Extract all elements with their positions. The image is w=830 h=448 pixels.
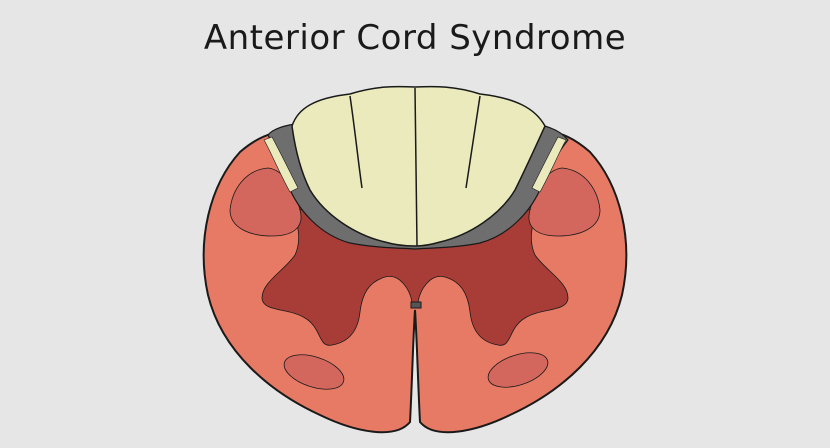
intermediate-septum-right (465, 95, 481, 189)
pale-strip-right (531, 136, 567, 193)
posterior-septum (414, 87, 418, 247)
pale-strip-left (263, 136, 299, 193)
central-canal (410, 301, 422, 309)
intermediate-septum-left (349, 95, 363, 189)
posterior-columns (291, 85, 546, 247)
anterior-tract-left (283, 354, 345, 390)
page-title: Anterior Cord Syndrome (203, 18, 627, 58)
anterior-tract-right (487, 352, 549, 388)
